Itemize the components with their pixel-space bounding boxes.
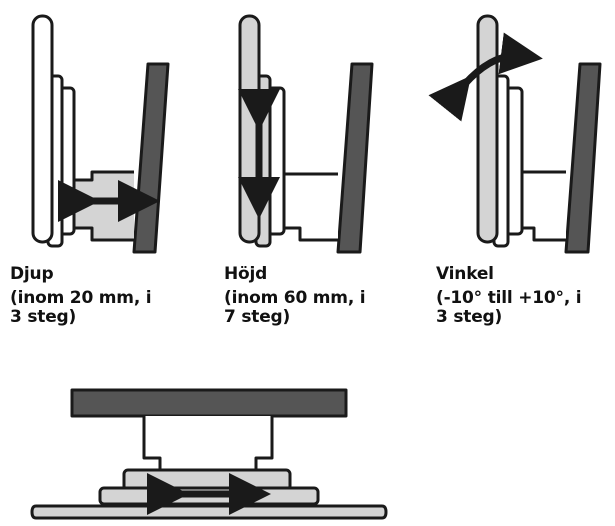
top-view-diagram: [30, 388, 388, 520]
monitor-panel-top: [30, 504, 388, 520]
wall: [564, 62, 602, 254]
caption-depth: Djup (inom 20 mm, i 3 steg): [10, 264, 152, 327]
monitor-panel: [476, 14, 499, 244]
mount-bracket: [518, 170, 566, 242]
monitor-panel: [31, 14, 54, 244]
wall-bracket: [142, 416, 274, 472]
caption-angle-title: Vinkel: [436, 264, 494, 284]
caption-depth-desc: (inom 20 mm, i 3 steg): [10, 288, 152, 327]
caption-angle-desc: (-10° till +10°, i 3 steg): [436, 288, 582, 327]
caption-angle: Vinkel (-10° till +10°, i 3 steg): [436, 264, 582, 327]
mount-bracket: [282, 172, 338, 242]
angle-diagram: [476, 14, 602, 254]
caption-height-title: Höjd: [224, 264, 268, 284]
wall: [132, 62, 170, 254]
caption-height: Höjd (inom 60 mm, i 7 steg): [224, 264, 366, 327]
angle-arrow: [428, 32, 543, 122]
wall: [336, 62, 374, 254]
mount-bracket: [70, 170, 134, 242]
wall-top: [70, 388, 348, 418]
depth-diagram: [31, 14, 170, 254]
caption-depth-title: Djup: [10, 264, 54, 284]
caption-height-desc: (inom 60 mm, i 7 steg): [224, 288, 366, 327]
